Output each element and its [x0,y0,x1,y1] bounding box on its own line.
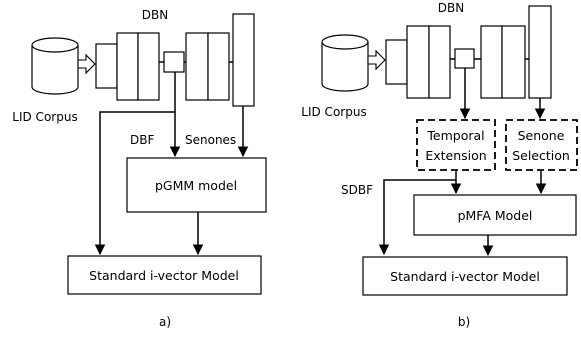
dbn-layer [95,43,118,89]
dbn-network-a [95,13,255,107]
dbn-label-a: DBN [142,8,168,22]
dbn-layer [207,32,230,101]
pgmm-model-box [126,157,267,213]
pmfa-model-box [413,194,577,236]
temporal-label-line1: Temporal [426,128,484,143]
lid-corpus-cylinder-b [321,34,369,92]
dbf-connections-a [94,72,249,256]
dbn-layer [480,25,503,99]
ivector-model-label-a: Standard i-vector Model [89,268,239,283]
senones-label: Senones [185,133,236,147]
panel-b: DBN LID Corpus Temporal Extension [301,1,578,329]
dbn-layer [428,25,451,99]
temporal-label-line2: Extension [425,148,486,163]
sdbf-connections-b [378,170,547,256]
lid-corpus-label-b: LID Corpus [301,105,366,119]
ivector-model-box-b [362,256,568,296]
dbn-layer [406,25,430,99]
panel-a: DBN LID Corpus DBF Senon [12,8,267,329]
dbf-label: DBF [130,133,154,147]
senone-label-line2: Selection [512,148,570,163]
dbn-layer [185,32,209,101]
dbn-network-b [385,5,552,99]
sdbf-label: SDBF [341,183,373,197]
dbn-layer [137,32,160,101]
output-layer [528,5,552,99]
bottleneck-layer [454,48,475,69]
caption-b: b) [458,315,470,329]
dbn-layer [116,32,139,101]
ivector-model-box-a [67,255,262,295]
hollow-arrow-a [77,53,96,75]
pmfa-model-label: pMFA Model [458,208,533,223]
hollow-arrow-b [367,49,386,71]
dbn-layer [385,39,408,85]
lid-corpus-cylinder-a [31,37,79,95]
lid-corpus-label-a: LID Corpus [12,110,77,124]
output-layer [232,13,255,107]
pgmm-model-label: pGMM model [155,178,237,193]
dbn-label-b: DBN [438,1,464,15]
caption-a: a) [159,315,171,329]
bottleneck-layer [163,51,185,73]
ivector-model-label-b: Standard i-vector Model [390,269,540,284]
senone-label-line1: Senone [518,128,565,143]
dbn-layer [501,25,526,99]
